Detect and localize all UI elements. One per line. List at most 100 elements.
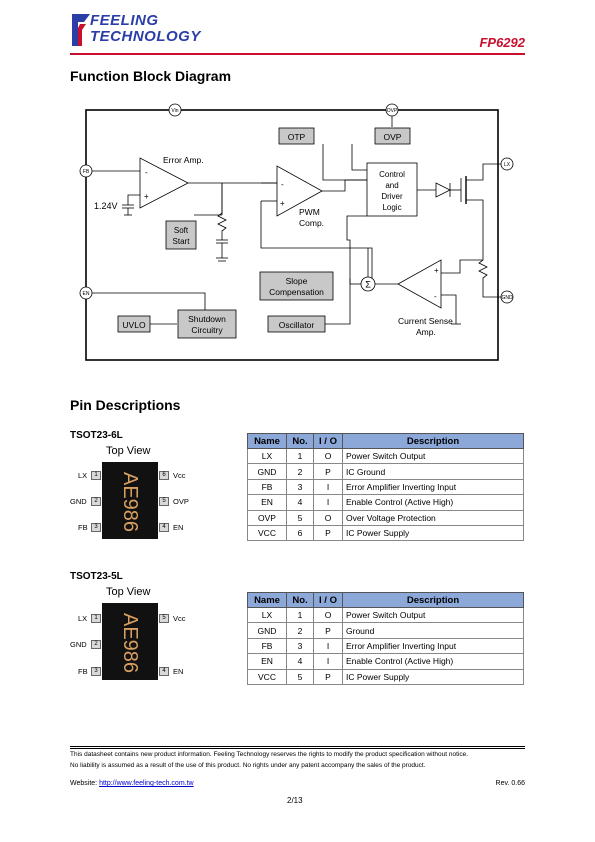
pin-number: 4 <box>159 667 169 676</box>
top-view-label: Top View <box>106 445 151 457</box>
current-sense-label: Amp. <box>416 327 436 337</box>
table-cell: Power Switch Output <box>342 447 524 465</box>
table-cell: FB <box>247 637 287 655</box>
logo-text: TECHNOLOGY <box>90 28 201 45</box>
table-cell: Over Voltage Protection <box>342 509 524 526</box>
pin-label: FB <box>78 523 88 532</box>
table-cell: Enable Control (Active High) <box>342 653 524 670</box>
package-title: TSOT23-5L <box>70 571 123 582</box>
table-cell: VCC <box>247 524 287 542</box>
table-cell: I <box>313 478 343 496</box>
pin-number: 5 <box>159 497 169 506</box>
pwm-label: PWM <box>299 207 320 217</box>
column-header: Description <box>342 433 524 449</box>
pin-fb-label: FB <box>83 169 90 175</box>
table-cell: 3 <box>286 478 314 496</box>
svg-text:-: - <box>434 292 437 301</box>
table-cell: EN <box>247 653 287 670</box>
table-cell: I <box>313 653 343 670</box>
pin-gnd-label: GND <box>501 295 513 301</box>
footer-disclaimer: This datasheet contains new product info… <box>70 751 469 758</box>
svg-text:+: + <box>434 266 439 275</box>
table-cell: 6 <box>286 524 314 542</box>
header-divider <box>70 53 525 55</box>
pin-label: FB <box>78 667 88 676</box>
pin-number: 6 <box>159 471 169 480</box>
table-cell: Power Switch Output <box>342 606 524 624</box>
soft-start-block: Start <box>173 237 191 246</box>
website-link[interactable]: http://www.feeling-tech.com.tw <box>99 780 194 787</box>
summing-node: Σ <box>365 280 371 290</box>
pin-number: 1 <box>91 471 101 480</box>
pin-label: LX <box>78 471 88 480</box>
pin-label: EN <box>173 523 184 532</box>
pin-number: 2 <box>91 497 101 506</box>
ovp-block: OVP <box>384 132 402 142</box>
table-cell: IC Power Supply <box>342 524 524 542</box>
pin-label: OVP <box>173 497 189 506</box>
pin-label: Vcc <box>173 471 186 480</box>
table-cell: GND <box>247 463 287 480</box>
shutdown-block: Circuitry <box>191 325 223 335</box>
table-cell: 1 <box>286 447 314 465</box>
pin-label: GND <box>70 640 87 649</box>
current-sense-label: Current Sense <box>398 316 453 326</box>
pin-ovp-label: OVP <box>387 108 398 114</box>
svg-text:+: + <box>144 192 149 201</box>
chip-package <box>102 603 158 680</box>
pwm-label: Comp. <box>299 218 324 228</box>
pin-label: LX <box>78 614 88 623</box>
control-block-label: Driver <box>381 192 403 201</box>
table-cell: O <box>313 606 343 624</box>
logo-mark-icon <box>72 14 90 46</box>
table-cell: Error Amplifier Inverting Input <box>342 478 524 496</box>
footer-divider <box>70 748 525 749</box>
table-cell: 2 <box>286 463 314 480</box>
uvlo-block: UVLO <box>122 320 146 330</box>
column-header: No. <box>286 592 314 608</box>
part-number: FP6292 <box>479 35 525 50</box>
revision: Rev. 0.66 <box>495 780 525 787</box>
logo-text: FEELING <box>90 12 159 29</box>
table-cell: LX <box>247 606 287 624</box>
top-view-label: Top View <box>106 586 151 598</box>
column-header: No. <box>286 433 314 449</box>
pin-number: 3 <box>91 523 101 532</box>
table-cell: I <box>313 637 343 655</box>
footer-divider <box>70 746 525 747</box>
table-cell: P <box>313 668 343 685</box>
table-cell: O <box>313 447 343 465</box>
control-block-label: and <box>385 181 398 190</box>
table-cell: 5 <box>286 668 314 685</box>
pin-number: 1 <box>91 614 101 623</box>
column-header: I / O <box>313 592 343 608</box>
oscillator-block: Oscillator <box>279 320 315 330</box>
chip-marking: AE986 <box>119 613 141 674</box>
table-cell: 2 <box>286 622 314 639</box>
otp-block: OTP <box>288 132 306 142</box>
soft-start-block: Soft <box>174 226 189 235</box>
table-cell: 1 <box>286 606 314 624</box>
table-cell: Ground <box>342 622 524 639</box>
section-title: Function Block Diagram <box>70 68 232 84</box>
pin-number: 5 <box>159 614 169 623</box>
control-block-label: Control <box>379 170 405 179</box>
error-amp-label: Error Amp. <box>163 155 204 165</box>
table-cell: 5 <box>286 509 314 526</box>
column-header: Name <box>247 592 287 608</box>
pin-number: 3 <box>91 667 101 676</box>
function-block-diagram: Vin OVP FB LX EN GND <box>79 103 514 361</box>
page-number: 2/13 <box>287 796 303 805</box>
chip-package <box>102 462 158 539</box>
pin-label: EN <box>173 667 184 676</box>
svg-text:-: - <box>281 180 284 189</box>
website-label: Website: <box>70 780 100 787</box>
